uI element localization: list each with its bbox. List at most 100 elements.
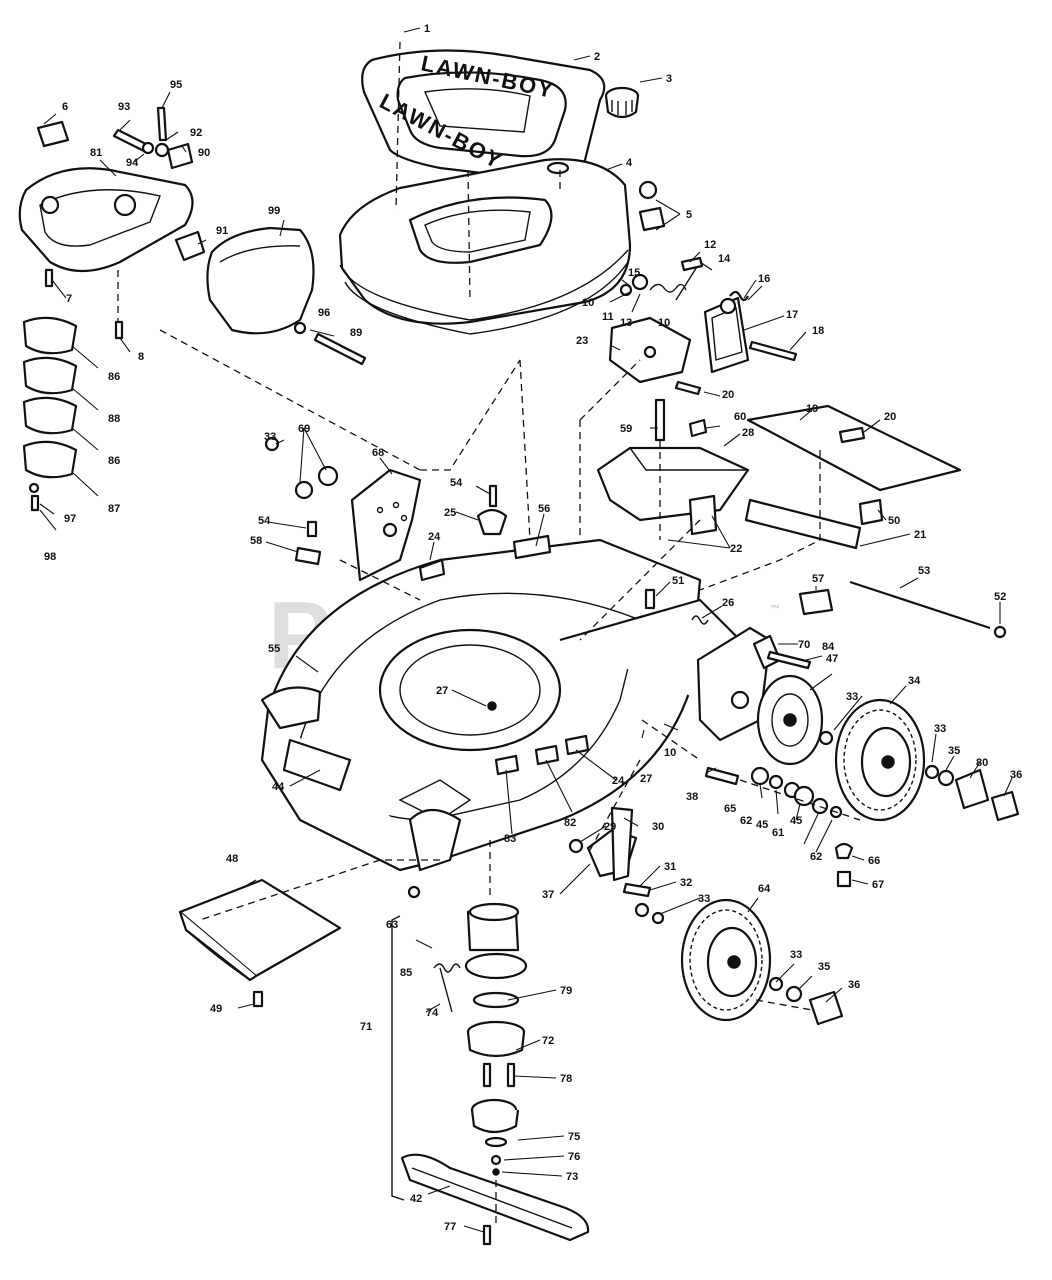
callout-6: 6 xyxy=(62,101,68,113)
callout-54-b: 54 xyxy=(258,515,271,527)
callout-44: 44 xyxy=(272,781,285,793)
callout-83: 83 xyxy=(504,833,516,845)
callout-26: 26 xyxy=(722,597,734,609)
callout-56: 56 xyxy=(538,503,550,515)
callout-94: 94 xyxy=(126,157,139,169)
callout-33-d: 33 xyxy=(698,893,710,905)
spring-22 xyxy=(688,494,718,536)
gasket-91 xyxy=(174,230,206,262)
callout-85: 85 xyxy=(400,967,412,979)
screw-20-right xyxy=(838,426,866,444)
callout-68: 68 xyxy=(372,447,384,459)
callout-73: 73 xyxy=(566,1171,578,1183)
callout-3: 3 xyxy=(666,73,672,85)
brake-housing xyxy=(464,902,528,1176)
leader-lines xyxy=(39,27,1013,1233)
bolt-51 xyxy=(644,588,656,610)
callout-19: 19 xyxy=(806,403,818,415)
callout-52: 52 xyxy=(994,591,1006,603)
callout-14: 14 xyxy=(718,253,731,265)
callout-58: 58 xyxy=(250,535,262,547)
callout-34: 34 xyxy=(908,675,921,687)
callout-labels: 1 2 3 4 5 6 7 8 10 10 10 11 12 13 14 15 … xyxy=(44,23,1022,1233)
callout-95: 95 xyxy=(170,79,182,91)
callout-90: 90 xyxy=(198,147,210,159)
callout-72: 72 xyxy=(542,1035,554,1047)
callout-82: 82 xyxy=(564,817,576,829)
callout-20-a: 20 xyxy=(722,389,734,401)
callout-33-c: 33 xyxy=(934,723,946,735)
callout-54-a: 54 xyxy=(450,477,463,489)
callout-33-b: 33 xyxy=(846,691,858,703)
assembly-lines xyxy=(117,41,861,1224)
mower-deck-55 xyxy=(260,534,742,872)
callout-64: 64 xyxy=(758,883,771,895)
callout-51: 51 xyxy=(672,575,684,587)
callout-12: 12 xyxy=(704,239,716,251)
callout-35-a: 35 xyxy=(948,745,960,757)
grass-deflector-48 xyxy=(178,878,342,982)
callout-4: 4 xyxy=(626,157,633,169)
callout-20-b: 20 xyxy=(884,411,896,423)
callout-89: 89 xyxy=(350,327,362,339)
callout-79: 79 xyxy=(560,985,572,997)
callout-30: 30 xyxy=(652,821,664,833)
callout-57: 57 xyxy=(812,573,824,585)
callout-29: 29 xyxy=(604,821,616,833)
callout-42: 42 xyxy=(410,1193,422,1205)
callout-25: 25 xyxy=(444,507,456,519)
callout-67: 67 xyxy=(872,879,884,891)
cable-guide-28 xyxy=(596,446,750,522)
callout-15: 15 xyxy=(628,267,640,279)
callout-10-a: 10 xyxy=(582,297,594,309)
small-controls xyxy=(619,180,749,396)
callout-45-a: 45 xyxy=(756,819,768,831)
callout-16: 16 xyxy=(758,273,770,285)
callout-8: 8 xyxy=(138,351,144,363)
callout-71: 71 xyxy=(360,1021,372,1033)
callout-13: 13 xyxy=(620,317,632,329)
callout-62-b: 62 xyxy=(810,851,822,863)
callout-50: 50 xyxy=(888,515,900,527)
muffler-guard xyxy=(18,167,194,272)
callout-77: 77 xyxy=(444,1221,456,1233)
callout-33-e: 33 xyxy=(790,949,802,961)
callout-63: 63 xyxy=(386,919,398,931)
callout-47: 47 xyxy=(826,653,838,665)
callout-86-a: 86 xyxy=(108,371,120,383)
callout-76: 76 xyxy=(568,1151,580,1163)
nut-52 xyxy=(993,625,1007,639)
callout-69: 69 xyxy=(298,423,310,435)
bolt-84 xyxy=(766,650,812,670)
callout-27-b: 27 xyxy=(640,773,652,785)
assembly-bracket-71 xyxy=(391,915,405,1201)
height-adjust-hardware xyxy=(264,436,508,566)
callout-86-b: 86 xyxy=(108,455,120,467)
callout-36-a: 36 xyxy=(1010,769,1022,781)
callout-22: 22 xyxy=(730,543,742,555)
callout-78: 78 xyxy=(560,1073,572,1085)
bolt-59 xyxy=(654,398,666,442)
callout-88: 88 xyxy=(108,413,120,425)
callout-11: 11 xyxy=(602,311,614,323)
callout-93: 93 xyxy=(118,101,130,113)
callout-84: 84 xyxy=(822,641,835,653)
callout-24-a: 24 xyxy=(428,531,441,543)
callout-24-b: 24 xyxy=(612,775,625,787)
callout-87: 87 xyxy=(108,503,120,515)
fuel-filler-neck xyxy=(546,161,570,175)
callout-28: 28 xyxy=(742,427,754,439)
callout-65: 65 xyxy=(724,803,736,815)
callout-38: 38 xyxy=(686,791,698,803)
clip-50 xyxy=(858,498,884,526)
clip-26 xyxy=(691,615,709,625)
callout-18: 18 xyxy=(812,325,824,337)
callout-97: 97 xyxy=(64,513,76,525)
callout-74: 74 xyxy=(426,1007,439,1019)
deck-front-rails xyxy=(260,686,462,872)
rail-21 xyxy=(744,498,862,550)
pin-18 xyxy=(748,340,798,362)
screw-49 xyxy=(252,990,264,1008)
callout-80: 80 xyxy=(976,757,988,769)
